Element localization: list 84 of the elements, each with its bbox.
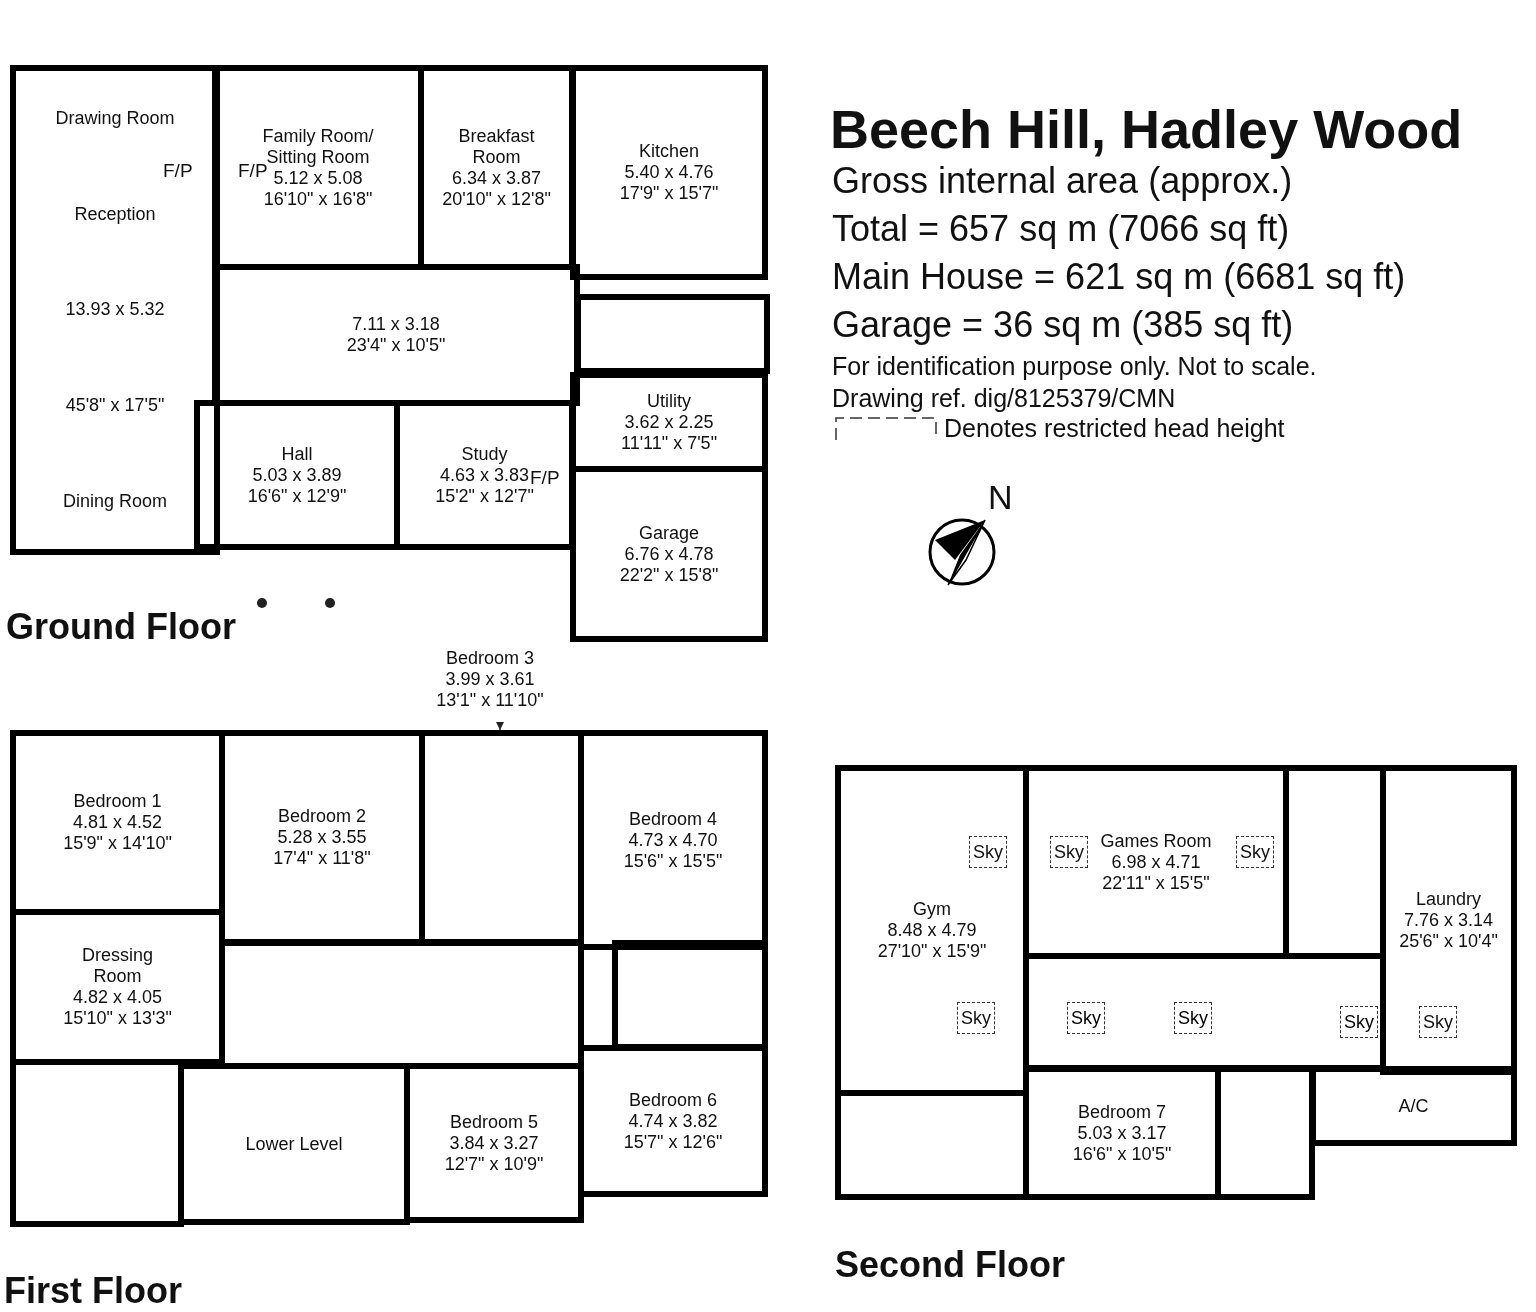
- room-name: Bedroom 1: [73, 791, 162, 812]
- room-name: Games Room: [1100, 830, 1212, 852]
- room-dimensions: 12'7" x 10'9": [444, 1153, 544, 1175]
- room-dimensions: 5.12 x 5.08: [273, 167, 363, 189]
- room-name: Study: [461, 443, 508, 465]
- room-dimensions: 16'6" x 12'9": [247, 485, 347, 507]
- north-label: N: [988, 478, 1013, 517]
- room-dimensions: 25'6" x 10'4": [1399, 930, 1498, 952]
- room-dimensions: 3.84 x 3.27: [449, 1132, 539, 1154]
- room-name: Gym: [913, 899, 951, 920]
- fireplace-label: F/P: [163, 160, 193, 182]
- room-dimensions: 6.34 x 3.87: [451, 167, 542, 189]
- room-name: Breakfast Room: [457, 125, 536, 168]
- room-name: Garage: [638, 522, 699, 544]
- room-dimensions: 4.73 x 4.70: [628, 829, 718, 851]
- floor-title: First Floor: [4, 1270, 182, 1312]
- area-figure: Main House = 621 sq m (6681 sq ft): [832, 256, 1406, 298]
- room-dimensions: 22'11" x 15'5": [1102, 872, 1210, 894]
- room-dimensions: 3.99 x 3.61: [445, 669, 535, 690]
- room-dimensions: 17'4" x 11'8": [273, 848, 371, 869]
- room-name: Laundry: [1415, 888, 1482, 910]
- skylight-box: Sky: [1340, 1006, 1378, 1038]
- room-dimensions: 27'10" x 15'9": [877, 941, 987, 962]
- room-name: Bedroom 2: [277, 806, 367, 827]
- room-dimensions: 45'8" x 17'5": [65, 395, 165, 417]
- room-dimensions: 4.81 x 4.52: [72, 812, 163, 833]
- room-dimensions: 8.48 x 4.79: [887, 920, 977, 941]
- room-name: Bedroom 5: [449, 1111, 539, 1133]
- room-name: Lower Level: [245, 1133, 343, 1155]
- room-name: Utility: [647, 390, 691, 412]
- title: Beech Hill, Hadley Wood: [830, 98, 1463, 160]
- area-figure: Garage = 36 sq m (385 sq ft): [832, 304, 1294, 346]
- room-name: Kitchen: [638, 141, 699, 162]
- room-dimensions: 15'9" x 14'10": [63, 833, 172, 854]
- room-name: A/C: [1398, 1095, 1429, 1117]
- room-dimensions: 7.76 x 3.14: [1403, 909, 1494, 931]
- room-dimensions: 5.40 x 4.76: [624, 162, 714, 183]
- room-dimensions: 5.03 x 3.89: [252, 464, 342, 486]
- room-name: Bedroom 4: [628, 808, 718, 830]
- fireplace-label: F/P: [238, 160, 268, 182]
- room-name: Dressing Room: [81, 945, 154, 987]
- room-name: Bedroom 3: [445, 648, 535, 669]
- room-dimensions: 4.63 x 3.83: [439, 464, 530, 486]
- skylight-box: Sky: [1050, 836, 1088, 868]
- skylight-box: Sky: [1236, 836, 1274, 868]
- floor-title: Ground Floor: [6, 606, 236, 648]
- skylight-box: Sky: [1419, 1006, 1457, 1038]
- room-dimensions: 17'9" x 15'7": [619, 183, 719, 204]
- room-dimensions: 13.93 x 5.32: [65, 299, 165, 321]
- room-dimensions: 6.98 x 4.71: [1111, 851, 1201, 873]
- room-dimensions: 5.03 x 3.17: [1077, 1122, 1167, 1144]
- room-dimensions: 15'10" x 13'3": [63, 1008, 172, 1029]
- skylight-box: Sky: [969, 836, 1007, 868]
- skylight-box: Sky: [957, 1002, 995, 1034]
- area-figure: Total = 657 sq m (7066 sq ft): [832, 208, 1290, 250]
- room-dimensions: 15'7" x 12'6": [623, 1131, 723, 1153]
- room-dimensions: 7.11 x 3.18: [352, 314, 440, 335]
- room-dimensions: 15'6" x 15'5": [623, 850, 723, 872]
- room-name: Bedroom 6: [628, 1089, 718, 1111]
- room-name: Drawing Room: [55, 108, 175, 130]
- room-name: Bedroom 7: [1077, 1101, 1167, 1123]
- area-heading: Gross internal area (approx.): [832, 160, 1293, 202]
- room-dimensions: 16'6" x 10'5": [1072, 1143, 1172, 1165]
- room-dimensions: 22'2" x 15'8": [619, 564, 719, 586]
- note: For identification purpose only. Not to scale.: [832, 352, 1317, 381]
- legend-text: Denotes restricted head height: [944, 414, 1285, 443]
- room-dimensions: 23'4" x 10'5": [346, 335, 446, 356]
- room-dimensions: 20'10" x 12'8": [442, 188, 551, 210]
- room-dimensions: 4.74 x 3.82: [628, 1110, 718, 1132]
- room-dimensions: 13'1" x 11'10": [436, 690, 544, 711]
- skylight-box: Sky: [1174, 1002, 1212, 1034]
- room-name: Reception: [74, 203, 156, 225]
- drawing-reference: Drawing ref. dig/8125379/CMN: [832, 384, 1176, 413]
- floor-title: Second Floor: [835, 1244, 1065, 1286]
- room-name: Hall: [281, 443, 313, 465]
- room-dimensions: 6.76 x 4.78: [624, 543, 714, 565]
- room-dimensions: 11'11" x 7'5": [620, 432, 717, 454]
- room-dimensions: 16'10" x 16'8": [263, 188, 373, 210]
- leader-line: [496, 722, 504, 731]
- room-name: Dining Room: [62, 490, 167, 512]
- room-dimensions: 3.62 x 2.25: [624, 411, 714, 433]
- room-dimensions: 4.82 x 4.05: [72, 987, 163, 1008]
- room-dimensions: 5.28 x 3.55: [277, 827, 367, 848]
- skylight-box: Sky: [1067, 1002, 1105, 1034]
